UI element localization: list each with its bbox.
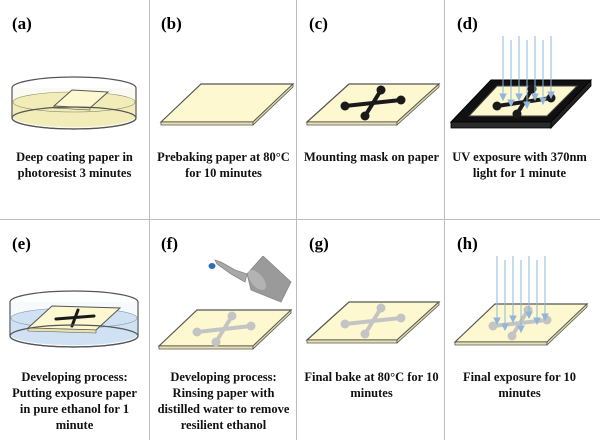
panel-label: (h) — [457, 234, 478, 253]
panel-caption: UV exposure with 370nm light for 1 minut… — [452, 150, 587, 180]
panel-label: (d) — [457, 14, 478, 33]
dish-ethanol-icon — [9, 290, 139, 348]
wash-bottle-icon — [214, 256, 292, 303]
paper-with-mask-icon — [305, 83, 441, 126]
uv-exposure-chamber-icon — [449, 36, 592, 129]
panel-g: (g) Final bake at 80°C for 10 minutes — [299, 224, 444, 434]
panel-caption: Developing process: Putting exposure pap… — [12, 370, 137, 432]
panel-caption: Final exposure for 10 minutes — [462, 370, 577, 400]
water-droplet-icon — [208, 263, 216, 269]
panel-d: (d) UV exposure w — [447, 4, 592, 214]
panel-f: (f) Developing process: Rinsing paper wi… — [151, 224, 296, 434]
vertical-divider — [149, 0, 150, 440]
panel-label: (b) — [161, 14, 182, 33]
horizontal-divider — [0, 219, 600, 220]
paper-sheet-icon — [159, 83, 295, 126]
panel-label: (c) — [309, 14, 328, 33]
panel-a: (a) Deep coating paper in photoresist 3 … — [2, 4, 147, 214]
mask-pattern — [343, 88, 403, 118]
panel-b: (b) Prebaking paper at 80°C for 10 minut… — [151, 4, 296, 214]
dish-photoresist-icon — [11, 76, 137, 130]
panel-label: (a) — [12, 14, 32, 33]
panel-h: (h) Final exposure for 1 — [447, 224, 592, 434]
vertical-divider — [296, 0, 297, 440]
panel-label: (e) — [12, 234, 31, 253]
vertical-divider — [444, 0, 445, 440]
final-exposure-icon — [453, 256, 589, 346]
panel-caption: Mounting mask on paper — [303, 150, 440, 164]
panel-label: (f) — [161, 234, 178, 253]
paper-final-bake-icon — [305, 301, 441, 344]
panel-c: (c) Mounting mask on paper — [299, 4, 444, 214]
panel-caption: Prebaking paper at 80°C for 10 minutes — [157, 150, 290, 180]
panel-label: (g) — [309, 234, 329, 253]
panel-caption: Deep coating paper in photoresist 3 minu… — [16, 150, 133, 180]
panel-e: (e) Developing process: Putting exposure… — [2, 224, 147, 434]
panel-caption: Final bake at 80°C for 10 minutes — [304, 370, 439, 400]
panel-caption: Developing process: Rinsing paper with d… — [157, 370, 290, 432]
rinse-bottle-icon — [157, 256, 293, 350]
